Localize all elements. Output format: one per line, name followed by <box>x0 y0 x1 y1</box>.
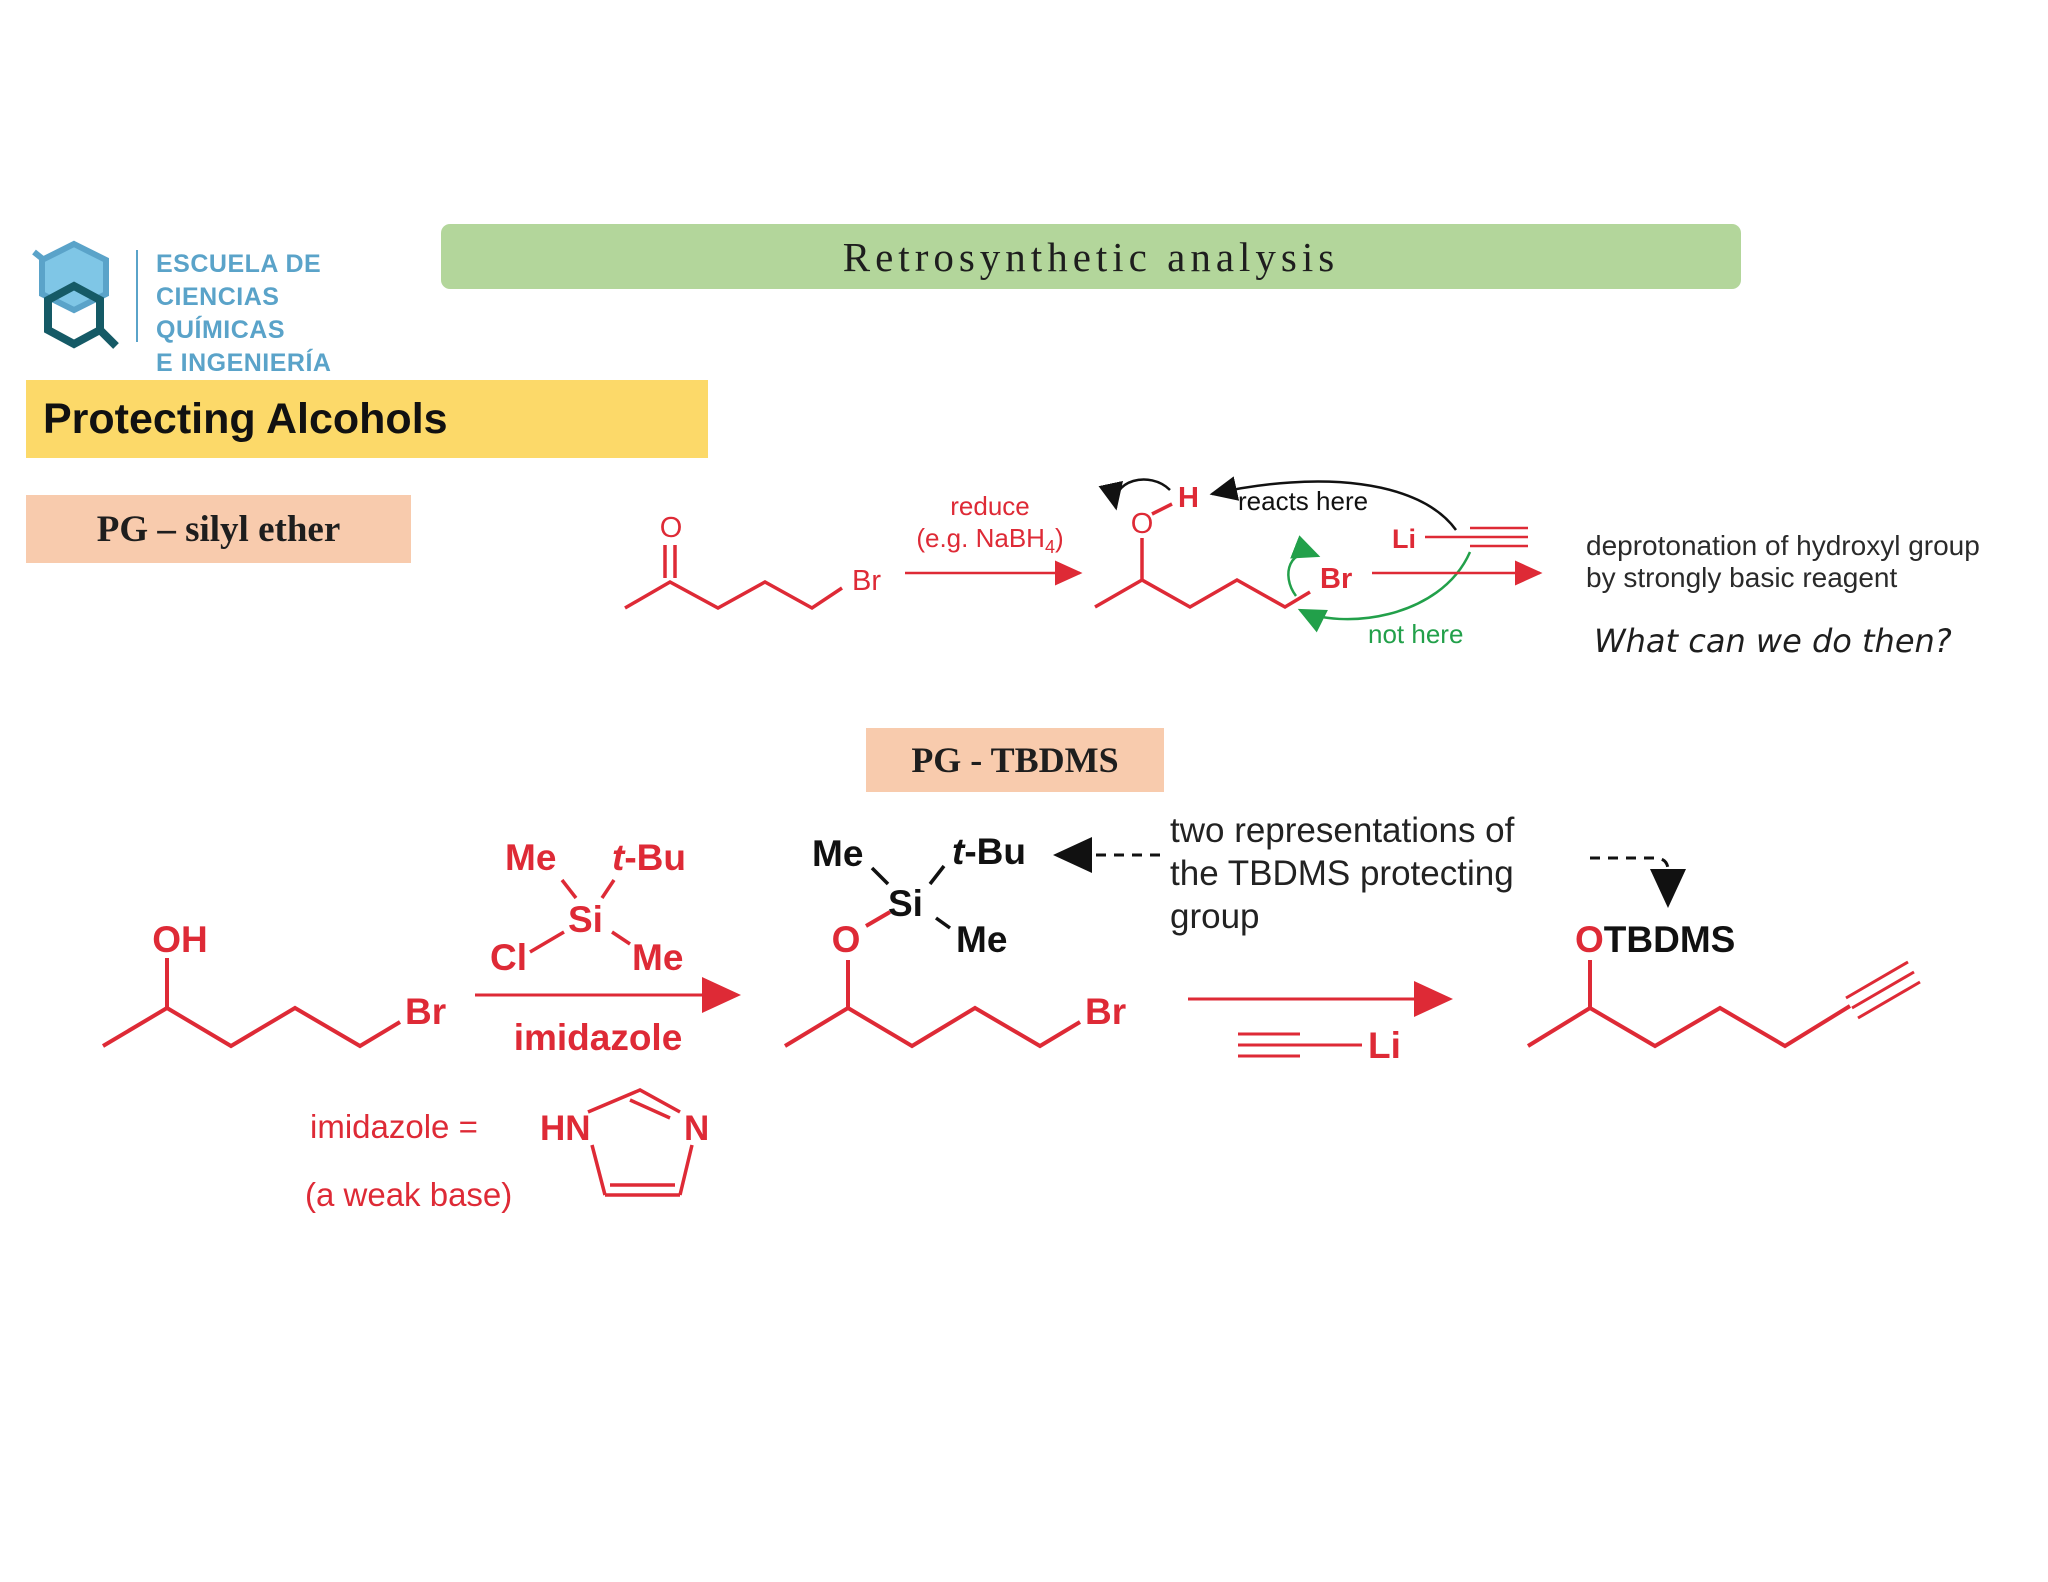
product-Br-label: Br <box>1085 991 1126 1032</box>
pg-tbdms-text: PG - TBDMS <box>911 740 1119 780</box>
section-header: Protecting Alcohols <box>26 380 708 458</box>
two-rep-line-2: the TBDMS protecting <box>1170 854 1514 893</box>
alcohol-O-label: O <box>1131 508 1154 540</box>
title-bar: Retrosynthetic analysis <box>441 224 1741 289</box>
imidazole-eq-label: imidazole = <box>310 1108 478 1145</box>
start-alcohol-molecule <box>101 958 402 1049</box>
alcohol-H-label: H <box>1178 482 1199 514</box>
scheme-reduction: O Br reduce (e.g. NaBH4) O H Br reacts h… <box>624 476 1543 649</box>
ketone-O-label: O <box>660 512 683 544</box>
protected-molecule <box>783 910 1082 1049</box>
reduce-label: reduce <box>950 491 1030 521</box>
reagent-bonds <box>529 878 631 954</box>
final-molecule <box>1526 960 1852 1049</box>
imidazole-HN-label: HN <box>540 1109 591 1148</box>
page-title: Retrosynthetic analysis <box>842 233 1340 280</box>
two-rep-line-3: group <box>1170 897 1260 936</box>
two-rep-line-1: two representations of <box>1170 811 1515 850</box>
start-OH-label: OH <box>152 919 208 960</box>
product-Me-label: Me <box>812 833 863 874</box>
not-here-label: not here <box>1368 619 1463 649</box>
reacts-here-arrow <box>1209 476 1458 531</box>
imidazole-ring <box>587 1088 694 1197</box>
pg-silyl-label: PG – silyl ether <box>26 495 411 563</box>
green-arrow-br <box>1287 535 1321 597</box>
hexagon-molecule-logo-icon <box>32 240 119 349</box>
logo-line-1: ESCUELA DE <box>156 250 322 278</box>
li-label: Li <box>1392 524 1416 554</box>
alcohol-Br-label: Br <box>1320 563 1352 595</box>
ketone-Br-label: Br <box>852 565 881 597</box>
not-here-arrow <box>1297 551 1472 633</box>
final-O-label: OTBDMS <box>1575 919 1735 960</box>
logo-line-2: CIENCIAS QUÍMICAS <box>156 283 285 344</box>
pg-tbdms-label: PG - TBDMS <box>866 728 1164 792</box>
tbdms-bonds <box>870 864 952 930</box>
logo: ESCUELA DE CIENCIAS QUÍMICAS E INGENIERÍ… <box>30 236 400 377</box>
reagent-me1: Me <box>505 837 556 878</box>
scheme-tbdms: OH Br Me t-Bu Si Cl Me imidazole imidazo… <box>101 811 1921 1213</box>
product-tbu-label: t-Bu <box>952 831 1026 872</box>
weak-base-label: (a weak base) <box>305 1176 512 1213</box>
acetylide-Li-label: Li <box>1368 1025 1401 1066</box>
reagent-me2: Me <box>632 937 683 978</box>
alcohol-molecule <box>1094 502 1311 610</box>
reagent-cl: Cl <box>490 937 527 978</box>
start-Br-label: Br <box>405 991 446 1032</box>
reacts-here-label: reacts here <box>1238 486 1368 516</box>
reagent-tbu: t-Bu <box>612 837 686 878</box>
note-line-1: deprotonation of hydroxyl group <box>1586 530 1980 561</box>
product-O-label: O <box>832 919 861 960</box>
product-si-label: Si <box>888 883 923 924</box>
curved-arrow-oh <box>1098 478 1171 511</box>
ketone-molecule <box>624 545 843 611</box>
logo-text: ESCUELA DE CIENCIAS QUÍMICAS E INGENIERÍ… <box>156 248 400 380</box>
logo-divider <box>136 250 138 342</box>
final-triple-bond <box>1845 960 1921 1020</box>
reagent-si: Si <box>568 899 603 940</box>
pg-silyl-text: PG – silyl ether <box>96 508 341 550</box>
imidazole-N-label: N <box>684 1109 709 1148</box>
section-title: Protecting Alcohols <box>43 394 448 443</box>
imidazole-reagent-label: imidazole <box>514 1017 683 1058</box>
deprotonation-note: deprotonation of hydroxyl group by stron… <box>1586 530 1980 594</box>
alkyne-reagent <box>1425 526 1528 548</box>
logo-line-3: E INGENIERÍA <box>156 349 332 377</box>
product-me2-label: Me <box>956 919 1007 960</box>
note-line-2: by strongly basic reagent <box>1586 562 1898 593</box>
dashed-arrow-right <box>1590 856 1686 908</box>
lithium-acetylide <box>1238 1032 1362 1058</box>
question-text: What can we do then? <box>1594 622 1952 660</box>
reagent-nabh4: (e.g. NaBH4) <box>916 523 1063 557</box>
